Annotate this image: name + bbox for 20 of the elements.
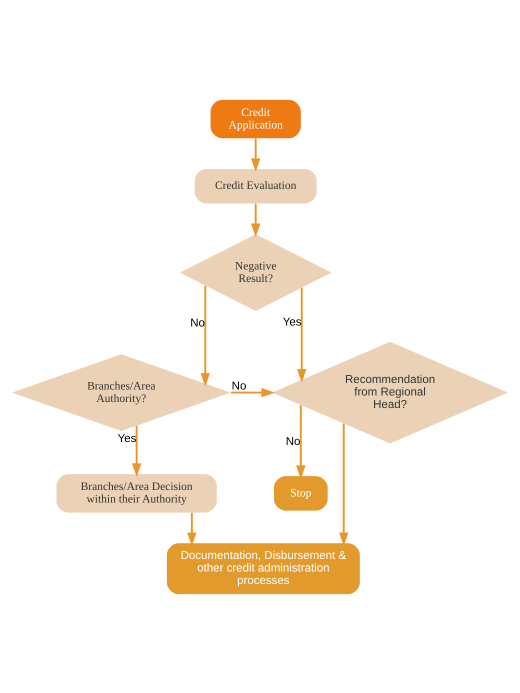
arrow: [296, 404, 306, 478]
edge-label: Yes: [118, 432, 136, 444]
arrow: [339, 423, 348, 546]
node-box: Documentation, Disbursement & other credit administration processes: [166, 542, 360, 594]
arrow: [250, 203, 260, 237]
edge-label: No: [190, 317, 205, 330]
arrow: [132, 425, 142, 476]
node-box: Stop: [274, 476, 328, 510]
node-box: Credit Application: [210, 99, 301, 138]
arrow: [231, 387, 275, 397]
arrow: [200, 285, 210, 386]
edge-label: No: [232, 380, 246, 392]
node-diamond: Branches/Area Authority?: [12, 354, 231, 430]
node-diamond: Negative Result?: [180, 234, 332, 310]
arrow: [297, 287, 306, 382]
arrow: [250, 138, 260, 172]
edge-label: Yes: [282, 316, 302, 328]
node-box: Branches/Area Decision within their Authority: [56, 474, 217, 512]
arrow: [187, 512, 197, 546]
node-box: Credit Evaluation: [194, 168, 317, 203]
